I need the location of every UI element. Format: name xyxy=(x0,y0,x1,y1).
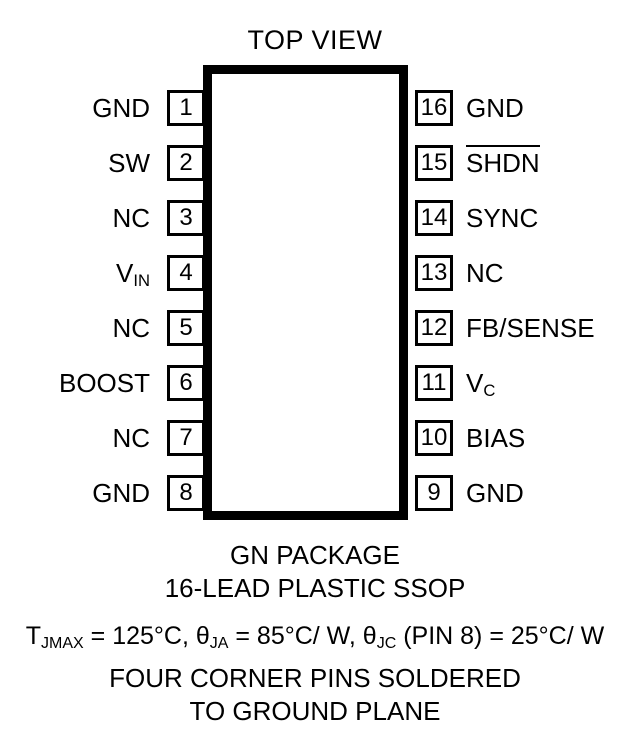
pin-signal-name: BOOST xyxy=(58,368,150,398)
caption-lead-count: 16-LEAD PLASTIC SSOP xyxy=(164,573,466,603)
pin-signal-name: SW xyxy=(108,148,150,178)
pin-signal-name: FB/SENSE xyxy=(466,313,595,343)
pin-number-box-11: 11 xyxy=(415,365,453,401)
package-body-outline xyxy=(203,65,408,520)
tjmax-symbol: T xyxy=(25,622,42,650)
tjmax-subscript: JMAX xyxy=(41,635,84,653)
pin-signal-name: SYNC xyxy=(466,203,539,233)
pin-number-box-3: 3 xyxy=(167,200,205,236)
pin-signal-name: GND xyxy=(466,478,524,508)
pin-number-box-4: 4 xyxy=(167,255,205,291)
pin-signal-subscript: IN xyxy=(133,271,150,291)
pin-label-15: SHDN xyxy=(466,145,630,181)
caption-thermal-spec: TJMAX = 125°C, θJA = 85°C/ W, θJC (PIN 8… xyxy=(0,622,630,653)
diagram-title: TOP VIEW xyxy=(247,25,383,55)
pin-signal-name: SHDN xyxy=(466,145,540,178)
pin-label-1: GND xyxy=(0,90,150,126)
pin-number-box-8: 8 xyxy=(167,475,205,511)
pin-signal-name: NC xyxy=(112,203,150,233)
pin-number-box-12: 12 xyxy=(415,310,453,346)
pin-label-8: GND xyxy=(0,475,150,511)
pin-number-box-6: 6 xyxy=(167,365,205,401)
pin-number: 5 xyxy=(179,314,193,341)
pin-number-box-16: 16 xyxy=(415,90,453,126)
pin-number-box-7: 7 xyxy=(167,420,205,456)
theta-jc-symbol: θ xyxy=(362,622,377,650)
pin-label-14: SYNC xyxy=(466,200,630,236)
pin-number: 12 xyxy=(420,314,448,341)
caption-note-line1: FOUR CORNER PINS SOLDERED xyxy=(109,663,521,693)
caption-package-name: GN PACKAGE xyxy=(229,540,400,570)
pin-number-box-1: 1 xyxy=(167,90,205,126)
pin-number: 16 xyxy=(420,94,448,121)
pin-number: 10 xyxy=(420,424,448,451)
pin-number: 8 xyxy=(179,479,193,506)
pin-number-box-14: 14 xyxy=(415,200,453,236)
pin-signal-name: GND xyxy=(466,93,524,123)
pin-label-5: NC xyxy=(0,310,150,346)
pin-label-9: GND xyxy=(466,475,630,511)
pin-signal-name: NC xyxy=(112,423,150,453)
pin-label-4: VIN xyxy=(0,255,150,291)
pin-label-6: BOOST xyxy=(0,365,150,401)
pin-signal-name: V xyxy=(116,258,134,288)
pin-signal-subscript: C xyxy=(483,381,496,401)
pin-label-2: SW xyxy=(0,145,150,181)
pin-number: 11 xyxy=(421,369,447,396)
pin-number-box-13: 13 xyxy=(415,255,453,291)
pin-signal-name: BIAS xyxy=(466,423,526,453)
pin-number: 4 xyxy=(179,259,193,286)
pin-number-box-9: 9 xyxy=(415,475,453,511)
pin-number-box-2: 2 xyxy=(167,145,205,181)
pin-label-7: NC xyxy=(0,420,150,456)
pin-label-16: GND xyxy=(466,90,630,126)
pin-number: 15 xyxy=(420,149,448,176)
theta-ja-subscript: JA xyxy=(209,635,229,653)
pin-number-box-15: 15 xyxy=(415,145,453,181)
theta-ja-value: = 85°C/ W, xyxy=(228,622,363,650)
pin-number-box-10: 10 xyxy=(415,420,453,456)
theta-jc-value: (PIN 8) = 25°C/ W xyxy=(396,622,605,650)
pin-signal-name: NC xyxy=(466,258,504,288)
pin-number-box-5: 5 xyxy=(167,310,205,346)
pin-number: 3 xyxy=(179,204,193,231)
pin-label-13: NC xyxy=(466,255,630,291)
pin-signal-name: GND xyxy=(92,93,150,123)
pin-signal-name: V xyxy=(466,368,484,398)
pin-number: 9 xyxy=(427,479,441,506)
pin-number: 13 xyxy=(420,259,448,286)
tjmax-value: = 125°C, xyxy=(83,622,196,650)
pin-label-10: BIAS xyxy=(466,420,630,456)
pin-signal-name: GND xyxy=(92,478,150,508)
theta-ja-symbol: θ xyxy=(195,622,210,650)
pin-label-11: VC xyxy=(466,365,630,401)
pin-number: 6 xyxy=(179,369,193,396)
pin-number: 14 xyxy=(420,204,448,231)
pin-label-3: NC xyxy=(0,200,150,236)
pin-number: 1 xyxy=(179,94,193,121)
pin-number: 2 xyxy=(179,149,193,176)
theta-jc-subscript: JC xyxy=(376,635,397,653)
caption-note-line2: TO GROUND PLANE xyxy=(189,696,441,726)
pin-number: 7 xyxy=(179,424,193,451)
pin-label-12: FB/SENSE xyxy=(466,310,630,346)
pin-signal-name: NC xyxy=(112,313,150,343)
